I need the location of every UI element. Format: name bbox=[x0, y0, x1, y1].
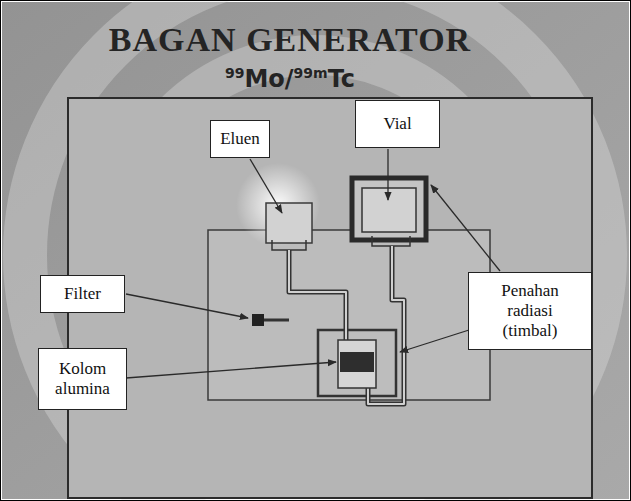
callout-label: Filter bbox=[64, 284, 101, 304]
mass-number: 99m bbox=[294, 65, 328, 81]
leader-line bbox=[126, 362, 336, 378]
collection-vial-symbol bbox=[362, 188, 416, 232]
generator-housing bbox=[208, 230, 490, 400]
leader-line bbox=[126, 294, 248, 318]
eluent-holder bbox=[272, 240, 306, 250]
diagram-panel bbox=[68, 98, 592, 498]
callout-label: Kolom alumina bbox=[45, 359, 120, 399]
eluent-vial-symbol bbox=[266, 203, 312, 243]
callout-label: Vial bbox=[383, 114, 411, 134]
leader-lines bbox=[126, 149, 500, 378]
vial-holder bbox=[372, 236, 410, 246]
column-body bbox=[338, 340, 376, 388]
mass-number: 99 bbox=[225, 65, 244, 81]
tube bbox=[264, 319, 289, 322]
tube bbox=[289, 250, 346, 340]
filter-symbol bbox=[252, 314, 264, 326]
element-symbol: Mo/ bbox=[244, 65, 293, 93]
lead-shield bbox=[352, 178, 426, 240]
element-symbol: Tc bbox=[328, 65, 355, 93]
callout-box: Penahan radiasi (timbal) bbox=[468, 272, 592, 350]
alumina-bed bbox=[340, 352, 374, 372]
watermark bbox=[25, 0, 605, 501]
watermark-ring bbox=[25, 0, 605, 501]
tube bbox=[289, 250, 346, 340]
callout-box: Filter bbox=[40, 275, 125, 313]
callout-box: Kolom alumina bbox=[38, 348, 127, 410]
poster-title: BAGAN GENERATOR bbox=[0, 20, 580, 60]
isotope-label: 99Mo/99mTc bbox=[0, 58, 580, 94]
tubing bbox=[264, 246, 404, 404]
leader-line bbox=[387, 149, 388, 200]
callout-label: Eluen bbox=[220, 129, 260, 149]
callout-label: Penahan radiasi (timbal) bbox=[489, 281, 571, 341]
callout-box: Eluen bbox=[210, 120, 270, 158]
leader-line bbox=[431, 185, 500, 271]
callout-box: Vial bbox=[355, 100, 440, 148]
leader-line bbox=[250, 159, 282, 213]
leader-line bbox=[400, 330, 469, 352]
